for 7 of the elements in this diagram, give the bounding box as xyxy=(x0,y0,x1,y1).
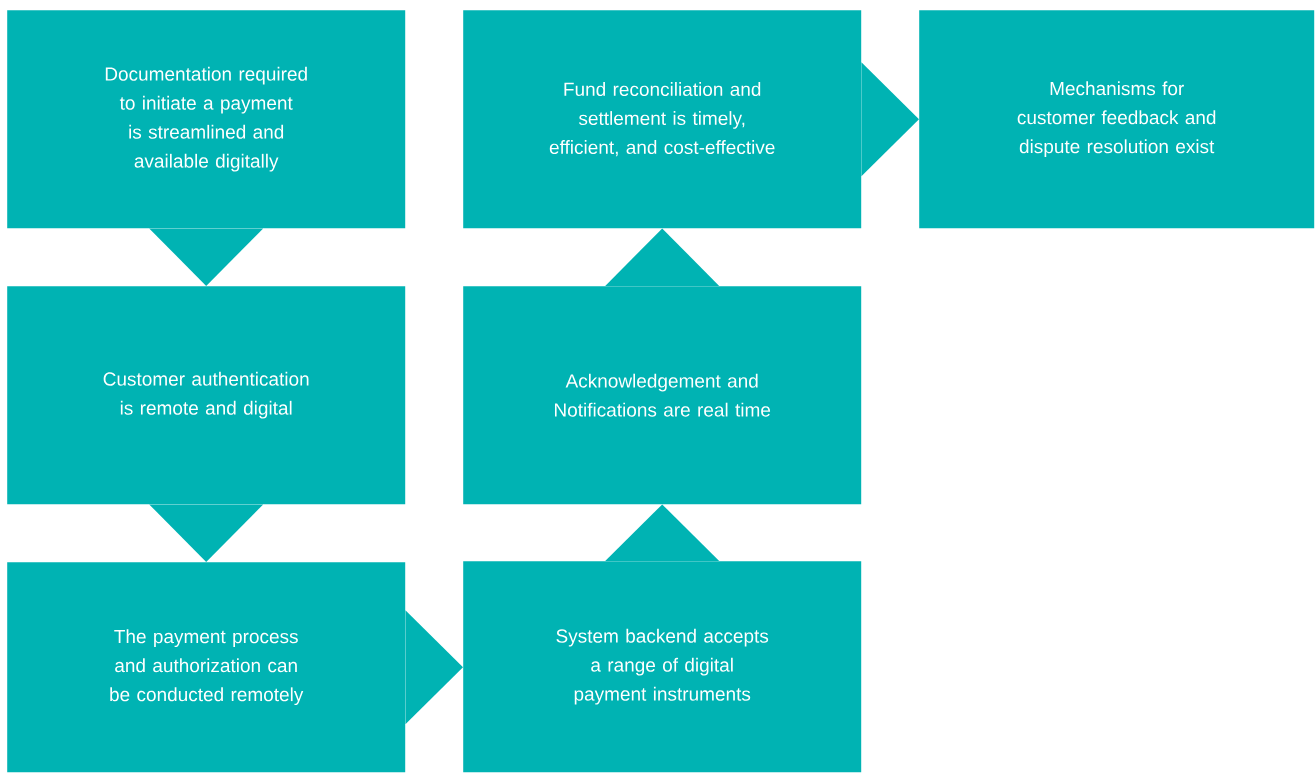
chevron-arrow xyxy=(149,504,264,562)
chevron-arrow xyxy=(405,610,463,725)
chevron-arrow xyxy=(605,228,720,286)
chevron-arrow xyxy=(605,504,720,561)
node-label: The payment process and authorization can be conducted remotely xyxy=(110,629,304,706)
chevron-arrow xyxy=(861,62,919,177)
chevron-arrow xyxy=(149,228,264,286)
